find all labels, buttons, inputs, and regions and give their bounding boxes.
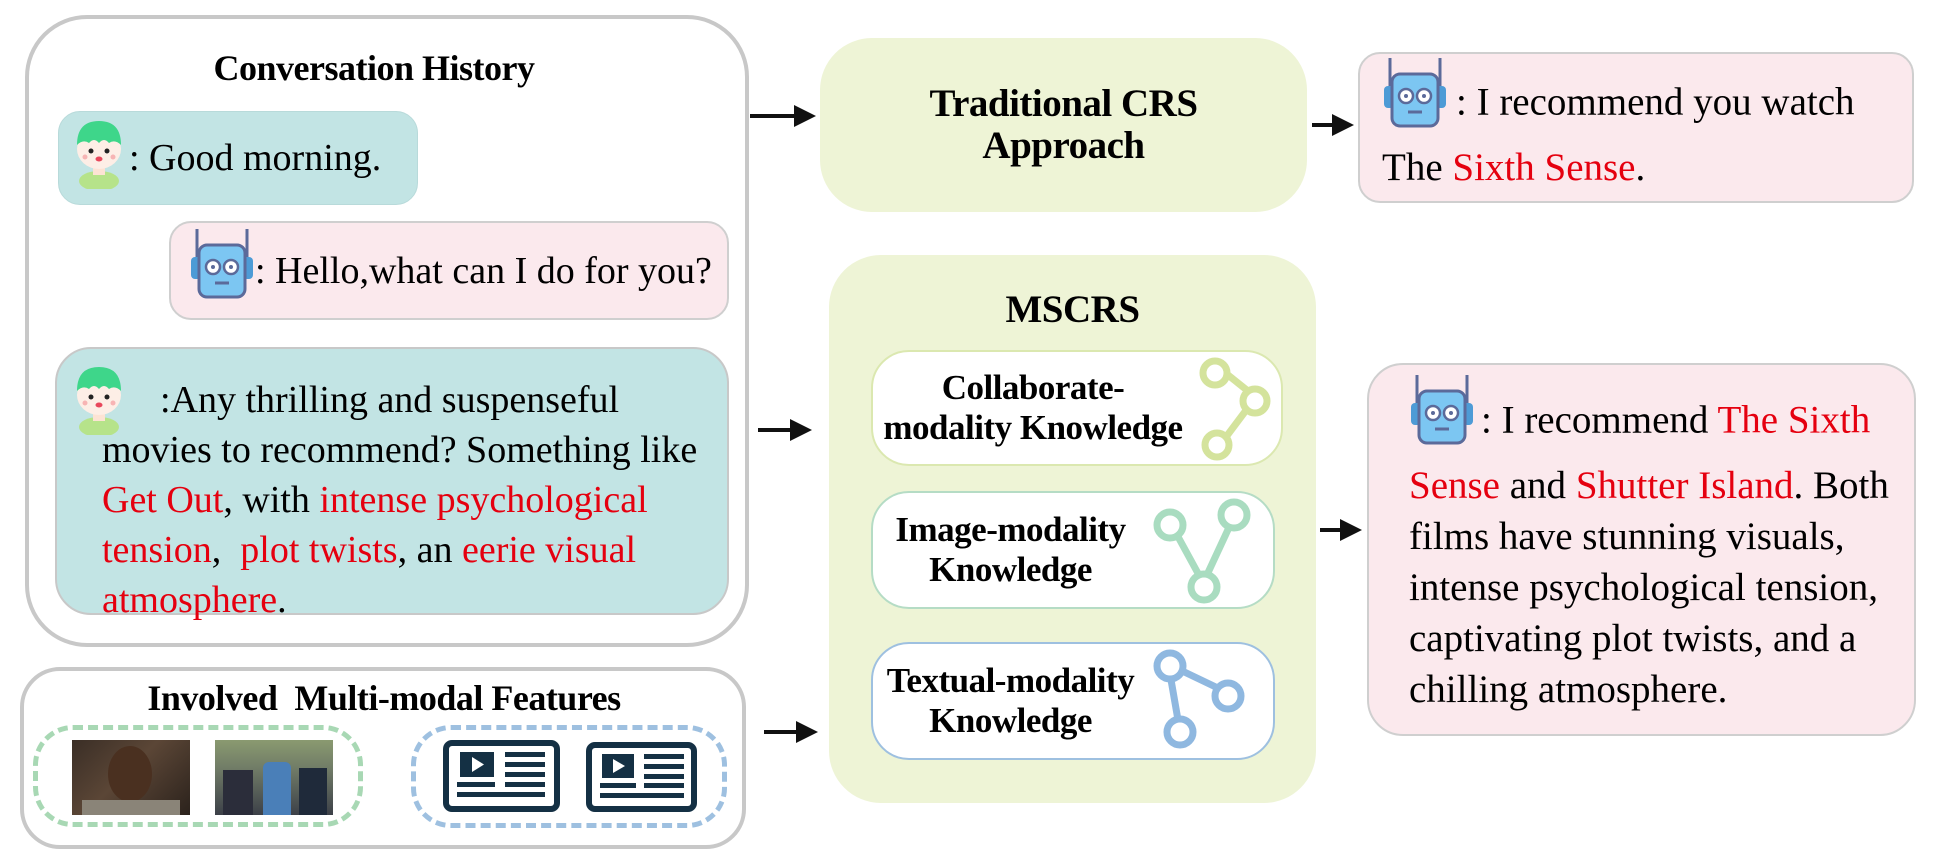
text-segment: , (211, 529, 241, 571)
bot-message-1: : Hello,what can I do for you? (169, 221, 729, 320)
robot-icon (189, 227, 255, 314)
attribute-highlight: eerie visual atmosphere (102, 529, 637, 621)
message-text: : Good morning. (129, 137, 382, 179)
text-segment: . Both films have stunning visuals, inte… (1409, 464, 1889, 711)
module-label-line1: Image-modality (895, 510, 1126, 549)
image-modality-module: Image-modality Knowledge (871, 491, 1275, 609)
graph-nodes-icon (1153, 498, 1251, 604)
text-features-group (411, 725, 727, 828)
user-message-1: : Good morning. (58, 111, 418, 205)
text-segment: : I recommend (1481, 398, 1718, 442)
module-label: Textual-modality Knowledge (873, 661, 1148, 741)
arrow-history-to-mscrs (758, 419, 812, 441)
collaborate-modality-module: Collaborate- modality Knowledge (871, 350, 1283, 466)
mscrs-output-bubble: : I recommend The Sixth Sense and Shutte… (1367, 363, 1916, 736)
module-label-line2: Knowledge (929, 701, 1092, 740)
text-segment: . (1635, 146, 1646, 189)
graph-nodes-icon (1199, 357, 1271, 461)
text-segment: and (1500, 464, 1576, 507)
image-features-group (33, 725, 363, 827)
movie-still-2 (215, 740, 333, 815)
movie-title-highlight: Shutter Island (1575, 464, 1794, 507)
message-text: :Any thrilling and suspenseful movies to… (72, 359, 717, 625)
user-avatar-icon (69, 361, 129, 448)
module-label-line2: modality Knowledge (883, 408, 1183, 447)
arrow-mscrs-to-output (1320, 519, 1362, 541)
robot-icon (1382, 56, 1448, 143)
mscrs-title: MSCRS (1005, 288, 1140, 331)
arrow-traditional-to-output (1312, 114, 1354, 136)
text-segment: : I recommend you watch The (1382, 80, 1855, 189)
traditional-crs-title-line2: Approach (982, 124, 1145, 167)
module-label-line1: Textual-modality (886, 661, 1135, 700)
text-segment: . (277, 579, 287, 621)
text-segment: , with (223, 479, 320, 521)
robot-icon (1409, 373, 1475, 460)
movie-title-highlight: Get Out (102, 479, 224, 521)
video-document-icon (443, 740, 560, 817)
movie-title-highlight: Sixth Sense (1452, 146, 1636, 189)
arrow-features-to-mscrs (764, 721, 818, 743)
video-document-icon (586, 742, 697, 817)
features-title: Involved Multi-modal Features (147, 678, 621, 718)
conversation-history-title: Conversation History (213, 48, 535, 88)
user-avatar-icon (69, 115, 129, 202)
traditional-output-bubble: : I recommend you watch The Sixth Sense. (1358, 52, 1914, 203)
text-segment: , an (397, 529, 462, 571)
module-label-line1: Collaborate- (941, 368, 1125, 407)
module-label: Collaborate- modality Knowledge (873, 368, 1193, 448)
module-label: Image-modality Knowledge (873, 510, 1148, 590)
traditional-crs-box: Traditional CRS Approach (820, 38, 1307, 212)
message-text: : Hello,what can I do for you? (255, 249, 712, 292)
arrow-to-traditional (750, 105, 816, 127)
module-label-line2: Knowledge (929, 550, 1092, 589)
text-segment: :Any thrilling and suspenseful movies to… (102, 379, 698, 471)
user-message-2: :Any thrilling and suspenseful movies to… (55, 347, 729, 621)
graph-nodes-icon (1153, 649, 1245, 749)
movie-still-1 (72, 740, 190, 815)
attribute-highlight: plot twists (240, 529, 398, 571)
textual-modality-module: Textual-modality Knowledge (871, 642, 1275, 760)
movie-title-highlight: The Sixth Sense (1409, 398, 1871, 507)
traditional-crs-title-line1: Traditional CRS (929, 82, 1198, 125)
attribute-highlight: intense psychological tension (102, 479, 648, 571)
